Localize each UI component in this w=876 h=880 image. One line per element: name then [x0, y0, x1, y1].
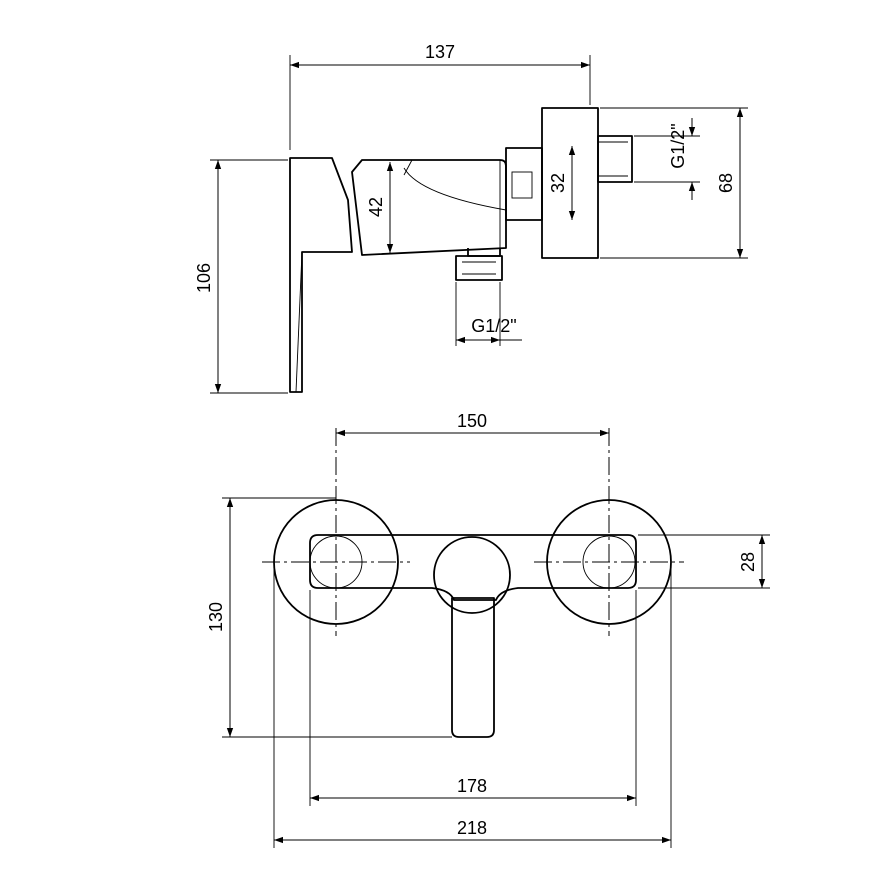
dim-106-label: 106: [194, 263, 214, 293]
dim-178-label: 178: [457, 776, 487, 796]
dim-g12-bottom-label: G1/2": [471, 316, 516, 336]
side-body-curve: [403, 167, 507, 211]
side-body-notch: [403, 159, 413, 176]
side-outlet-nut: [455, 255, 503, 281]
dim-32-label: 32: [548, 173, 568, 193]
dim-137-label: 137: [425, 42, 455, 62]
side-view: 137 106 42 32 68 G1/2" G1/2": [194, 42, 748, 394]
side-connector-inner: [511, 171, 533, 199]
side-lever: [289, 157, 353, 393]
dim-150-label: 150: [457, 411, 487, 431]
dim-218-label: 218: [457, 818, 487, 838]
front-handle-lever: [451, 597, 495, 738]
front-bar: [309, 534, 637, 601]
dim-28-label: 28: [738, 552, 758, 572]
front-handle-knob: [433, 536, 511, 614]
side-inlet-pipe: [597, 135, 633, 183]
dim-g12-right-label: G1/2": [668, 123, 688, 168]
dim-42-label: 42: [366, 197, 386, 217]
dim-68-label: 68: [716, 173, 736, 193]
dim-130-label: 130: [206, 602, 226, 632]
front-view: 150 130 28 178 218: [206, 411, 770, 848]
side-connector: [505, 147, 543, 221]
side-wall-bracket: [541, 107, 599, 259]
side-lever-edge: [295, 251, 303, 393]
